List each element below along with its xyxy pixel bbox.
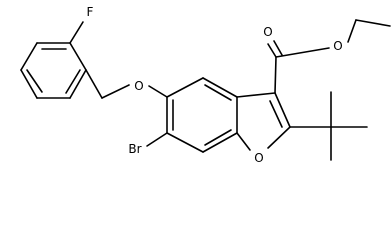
furan-oxygen-label: O (254, 151, 263, 165)
ester-group (267, 19, 391, 94)
fluorophenyl-ring (20, 42, 87, 99)
ring-ch2-bond (85, 69, 103, 99)
tert-butyl-group (289, 91, 368, 161)
o-aryl-bond (148, 85, 168, 98)
benzofuran-benzene-ring (166, 77, 238, 153)
chemical-structure-diagram: F O Br O O O (20, 4, 391, 166)
c-f-bond (69, 21, 84, 44)
fluorine-label: F (87, 5, 94, 19)
carbonyl-oxygen-label: O (263, 25, 272, 39)
benzofuran-furan-ring (236, 92, 291, 151)
ether-oxygen-label: O (134, 79, 143, 93)
c-br-bond (146, 132, 168, 147)
ester-oxygen-label: O (333, 39, 342, 53)
bromine-label: Br (128, 142, 141, 156)
ch2-o-bond (101, 84, 130, 99)
